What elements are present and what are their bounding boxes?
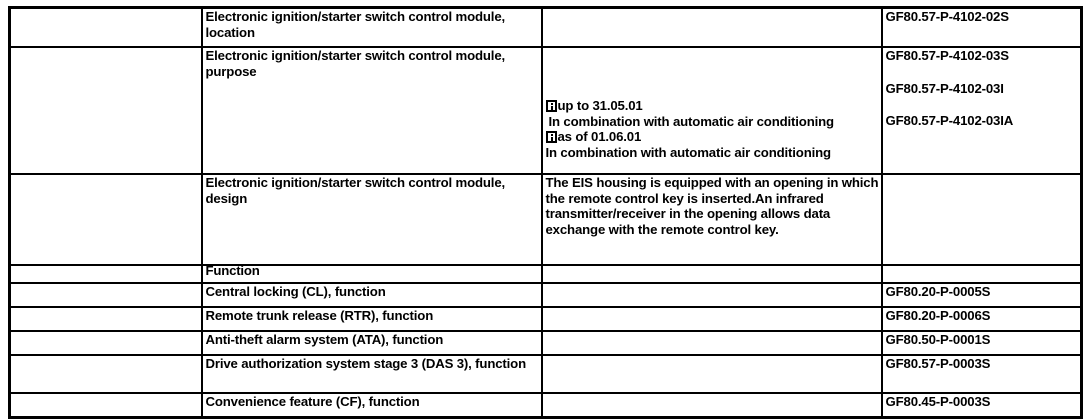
table-row: Remote trunk release (RTR), function GF8…	[8, 306, 1083, 332]
row-description-cell: Electronic ignition/starter switch contr…	[200, 6, 543, 48]
note-line: In combination with automatic air condit…	[546, 114, 879, 130]
table-row: Drive authorization system stage 3 (DAS …	[8, 354, 1083, 394]
row-docnumber-cell: GF80.57-P-4102-02S	[880, 6, 1083, 48]
row-docnumber-cell: GF80.50-P-0001S	[880, 330, 1083, 356]
description-text: Central locking (CL), function	[205, 284, 386, 299]
document-number: GF80.50-P-0001S	[885, 332, 991, 347]
row-note-cell	[540, 330, 883, 356]
document-number: GF80.20-P-0005S	[885, 284, 991, 299]
row-note-cell	[540, 392, 883, 419]
document-number: GF80.20-P-0006S	[885, 308, 991, 323]
row-blank-cell	[8, 46, 203, 175]
section-heading-cell: Function	[200, 263, 543, 284]
row-blank-cell	[8, 330, 203, 356]
row-note-cell	[540, 6, 883, 48]
note-line: In combination with automatic air condit…	[546, 145, 879, 161]
row-docnumber-cell: GF80.57-P-0003S	[880, 354, 1083, 394]
description-text: Remote trunk release (RTR), function	[205, 308, 434, 323]
row-description-cell: Drive authorization system stage 3 (DAS …	[200, 354, 543, 394]
table-row-section-heading: Function	[8, 263, 1083, 284]
row-docnumber-cell: GF80.57-P-4102-03S GF80.57-P-4102-03I GF…	[880, 46, 1083, 175]
row-description-cell: Central locking (CL), function	[200, 282, 543, 308]
document-number: GF80.57-P-4102-02S	[885, 9, 1010, 24]
row-blank-cell	[8, 392, 203, 419]
note-text: In combination with automatic air condit…	[545, 144, 832, 160]
service-document-table: Electronic ignition/starter switch contr…	[8, 6, 1083, 419]
description-text: Electronic ignition/starter switch contr…	[205, 9, 506, 40]
row-docnumber-cell: GF80.45-P-0003S	[880, 392, 1083, 419]
note-line: up to 31.05.01	[545, 98, 879, 114]
row-description-cell: Convenience feature (CF), function	[200, 392, 543, 419]
table-row: Electronic ignition/starter switch contr…	[8, 46, 1083, 175]
document-number: GF80.57-P-4102-03I	[885, 80, 1004, 96]
info-icon	[545, 131, 557, 144]
row-docnumber-cell	[880, 264, 1083, 284]
description-text: Drive authorization system stage 3 (DAS …	[205, 356, 527, 371]
row-description-cell: Electronic ignition/starter switch contr…	[200, 46, 543, 175]
table-row: Convenience feature (CF), function GF80.…	[8, 392, 1083, 419]
description-text: Electronic ignition/starter switch contr…	[205, 48, 506, 79]
document-number: GF80.45-P-0003S	[885, 394, 991, 409]
note-text: The EIS housing is equipped with an open…	[545, 175, 879, 237]
row-blank-cell	[8, 282, 203, 308]
row-note-cell: The EIS housing is equipped with an open…	[540, 173, 883, 266]
row-note-cell	[540, 306, 883, 332]
note-text: up to 31.05.01	[557, 98, 643, 113]
document-number: GF80.57-P-4102-03IA	[885, 113, 1014, 129]
section-heading-text: Function	[205, 263, 260, 278]
row-note-cell	[540, 264, 883, 284]
description-text: Electronic ignition/starter switch contr…	[205, 175, 506, 206]
row-description-cell: Remote trunk release (RTR), function	[200, 306, 543, 332]
row-docnumber-cell: GF80.20-P-0006S	[880, 306, 1083, 332]
note-line: as of 01.06.01	[545, 129, 879, 145]
row-note-cell	[540, 354, 883, 394]
row-blank-cell	[8, 264, 203, 284]
info-icon	[545, 100, 557, 112]
row-docnumber-cell	[880, 173, 1083, 266]
table-row: Electronic ignition/starter switch contr…	[8, 6, 1083, 48]
table-row: Central locking (CL), function GF80.20-P…	[8, 282, 1083, 308]
row-note-cell	[540, 282, 883, 308]
row-docnumber-cell: GF80.20-P-0005S	[880, 282, 1083, 308]
row-blank-cell	[8, 6, 203, 48]
note-text: as of 01.06.01	[557, 129, 642, 145]
note-text: In combination with automatic air condit…	[548, 113, 835, 129]
row-blank-cell	[8, 354, 203, 394]
document-number: GF80.57-P-0003S	[885, 356, 991, 371]
row-description-cell: Anti-theft alarm system (ATA), function	[200, 330, 543, 356]
document-number: GF80.57-P-4102-03S	[885, 48, 1010, 63]
description-text: Convenience feature (CF), function	[205, 394, 420, 409]
table-row: Electronic ignition/starter switch contr…	[8, 173, 1083, 266]
row-blank-cell	[8, 306, 203, 332]
table-row: Anti-theft alarm system (ATA), function …	[8, 330, 1083, 356]
row-description-cell: Electronic ignition/starter switch contr…	[200, 173, 543, 266]
description-text: Anti-theft alarm system (ATA), function	[205, 332, 444, 347]
row-blank-cell	[8, 173, 203, 266]
row-note-cell: up to 31.05.01 In combination with autom…	[540, 46, 883, 175]
table-body: Electronic ignition/starter switch contr…	[8, 6, 1083, 419]
